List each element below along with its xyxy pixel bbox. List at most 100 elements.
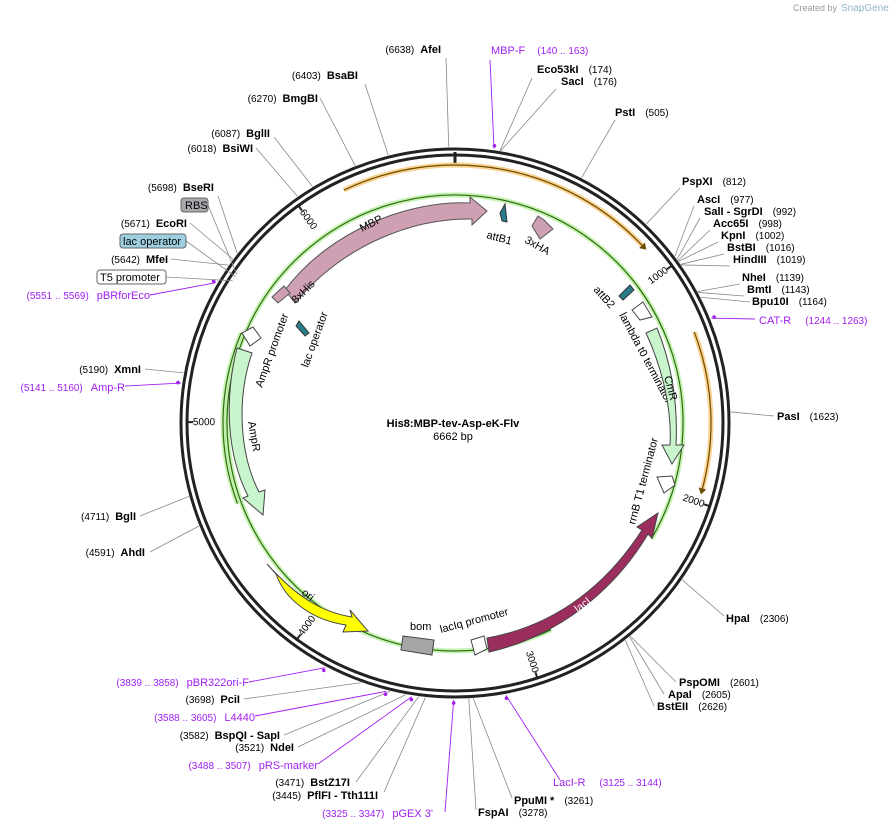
- site-ndei[interactable]: (3521)NdeI: [235, 742, 294, 754]
- site-nhei[interactable]: NheI(1139): [742, 272, 804, 284]
- site-labels-left: (6638)AfeI (6403)BsaBI (6270)BmgBI (6087…: [79, 44, 441, 802]
- primer-binding-mark: [211, 279, 216, 283]
- primer-binding-mark: [409, 697, 414, 702]
- feature-cmr[interactable]: [645, 327, 685, 465]
- site-bglii[interactable]: (6087)BglII: [211, 128, 270, 140]
- feature-label-ampr: AmpR: [245, 420, 262, 452]
- primer-leader: [254, 690, 387, 717]
- tick-mark: [534, 672, 539, 680]
- primer-leader: [317, 696, 413, 765]
- feature-ampr[interactable]: [228, 347, 266, 517]
- orf-arc-ampr: [222, 332, 242, 504]
- site-ppumi[interactable]: PpuMI *(3261): [514, 795, 593, 807]
- site-bgli[interactable]: (4711)BglI: [81, 511, 136, 523]
- leader-line: [678, 241, 719, 262]
- site-afei[interactable]: (6638)AfeI: [385, 44, 441, 56]
- site-pspxi[interactable]: PspXI(812): [682, 176, 746, 188]
- primer-cat-r[interactable]: CAT-R(1244 .. 1263): [759, 315, 867, 327]
- site-ecori[interactable]: (5671)EcoRI: [121, 218, 187, 230]
- site-apai[interactable]: ApaI(2605): [668, 689, 731, 701]
- feature-ampr-promoter[interactable]: [241, 326, 262, 347]
- primer-amp-r[interactable]: (5141 .. 5160)Amp-R: [21, 382, 126, 394]
- site-fspai[interactable]: FspAI(3278): [478, 807, 547, 819]
- leader-line: [189, 222, 234, 260]
- site-pspomi[interactable]: PspOMI(2601): [679, 677, 759, 689]
- orf-arc-cmr-halo: [691, 331, 714, 490]
- leader-line: [681, 264, 731, 267]
- feature-mbp[interactable]: [284, 195, 488, 304]
- leader-line: [698, 292, 745, 297]
- tick-label: 5000: [193, 417, 216, 428]
- feature-bom[interactable]: [400, 635, 435, 656]
- primer-pgex-3[interactable]: (3325 .. 3347)pGEX 3': [322, 808, 433, 820]
- feature-rrnb-t1-terminator[interactable]: [656, 475, 676, 494]
- tick-label: 2000: [681, 493, 706, 510]
- feature-ori[interactable]: [266, 563, 370, 633]
- primer-prs-marker[interactable]: (3488 .. 3507)pRS-marker: [188, 760, 318, 772]
- leader-line: [624, 640, 655, 707]
- leader-line: [383, 697, 426, 793]
- feature-label-attb2: attB2: [591, 284, 617, 311]
- site-bpu10i[interactable]: Bpu10I(1164): [752, 296, 827, 308]
- site-bsabi[interactable]: (6403)BsaBI: [292, 70, 358, 82]
- site-eco53ki[interactable]: Eco53kI(174): [537, 64, 612, 76]
- primer-binding-mark: [322, 668, 326, 673]
- site-saci[interactable]: SacI(176): [561, 76, 617, 88]
- primer-labels: MBP-F(140 .. 163) CAT-R(1244 .. 1263) La…: [21, 45, 868, 820]
- tick-label: 3000: [523, 650, 540, 675]
- box-rbs[interactable]: [180, 197, 209, 213]
- tick-mark: [666, 264, 674, 270]
- site-bstbi[interactable]: BstBI(1016): [727, 242, 795, 254]
- feature-laci[interactable]: [486, 511, 659, 653]
- tick-label: 4000: [296, 613, 318, 638]
- leader-line: [700, 296, 751, 303]
- primer-laci-r[interactable]: LacI-R(3125 .. 3144): [553, 777, 662, 789]
- feature-attb2[interactable]: [618, 284, 635, 301]
- site-asci[interactable]: AscI(977): [697, 194, 754, 206]
- box-t5-promoter-label: T5 promoter: [100, 272, 160, 284]
- feature-lac-operator[interactable]: [295, 320, 310, 337]
- box-t5-promoter[interactable]: [96, 269, 167, 285]
- site-acc65i[interactable]: Acc65I(998): [713, 218, 782, 230]
- site-hpai[interactable]: HpaI(2306): [726, 613, 789, 625]
- feature-attb1[interactable]: [499, 202, 508, 223]
- site-bmgbi[interactable]: (6270)BmgBI: [248, 93, 318, 105]
- site-bspqi-sapi[interactable]: (3582)BspQI - SapI: [180, 730, 280, 742]
- orf-arcs: [220, 162, 714, 654]
- primer-mbp-f[interactable]: MBP-F(140 .. 163): [491, 45, 588, 57]
- feature-8xhis[interactable]: [271, 285, 291, 304]
- primer-binding-mark: [712, 315, 716, 319]
- feature-laciq-promoter[interactable]: [470, 635, 488, 656]
- site-bseri[interactable]: (5698)BseRI: [148, 182, 214, 194]
- site-hindiii[interactable]: HindIII(1019): [733, 254, 806, 266]
- site-bmti[interactable]: BmtI(1143): [747, 284, 810, 296]
- site-ahdi[interactable]: (4591)AhdI: [86, 547, 145, 559]
- leader-line: [243, 682, 362, 700]
- site-pflfi-tth111i[interactable]: (3445)PflFI - Tth111I: [272, 790, 378, 802]
- site-kpni[interactable]: KpnI(1002): [721, 230, 784, 242]
- site-mfei[interactable]: (5642)MfeI: [111, 254, 168, 266]
- primer-pbrforeco[interactable]: (5551 .. 5569)pBRforEco: [27, 290, 150, 302]
- feature-label-rrnb-t1: rrnB T1 terminator: [626, 436, 661, 525]
- site-bstz17i[interactable]: (3471)BstZ17I: [275, 777, 350, 789]
- leader-line: [217, 195, 238, 254]
- primer-l4440[interactable]: (3588 .. 3605)L4440: [154, 712, 255, 724]
- leader-line: [677, 229, 711, 261]
- site-psti[interactable]: PstI(505): [615, 107, 669, 119]
- primer-pbr322ori-f[interactable]: (3839 .. 3858)pBR322ori-F: [116, 677, 249, 689]
- site-bsteii[interactable]: BstEII(2626): [657, 701, 727, 713]
- boxed-feature-labels: RBS lac operator T5 promoter: [96, 197, 209, 285]
- site-xmni[interactable]: (5190)XmnI: [79, 364, 141, 376]
- box-lac-operator[interactable]: [119, 233, 187, 249]
- tick-mark: [296, 204, 303, 212]
- site-bsiwi[interactable]: (6018)BsiWI: [188, 143, 253, 155]
- primer-binding-mark: [451, 701, 456, 705]
- feature-3xha[interactable]: [531, 215, 554, 240]
- feature-lambda-t0-terminator[interactable]: [631, 301, 653, 321]
- site-pasi[interactable]: PasI(1623): [777, 411, 839, 423]
- site-sali-sgrdi[interactable]: SalI - SgrDI(992): [704, 206, 796, 218]
- leader-line: [676, 217, 701, 260]
- site-pcii[interactable]: (3698)PciI: [186, 694, 240, 706]
- leader-line: [472, 698, 513, 799]
